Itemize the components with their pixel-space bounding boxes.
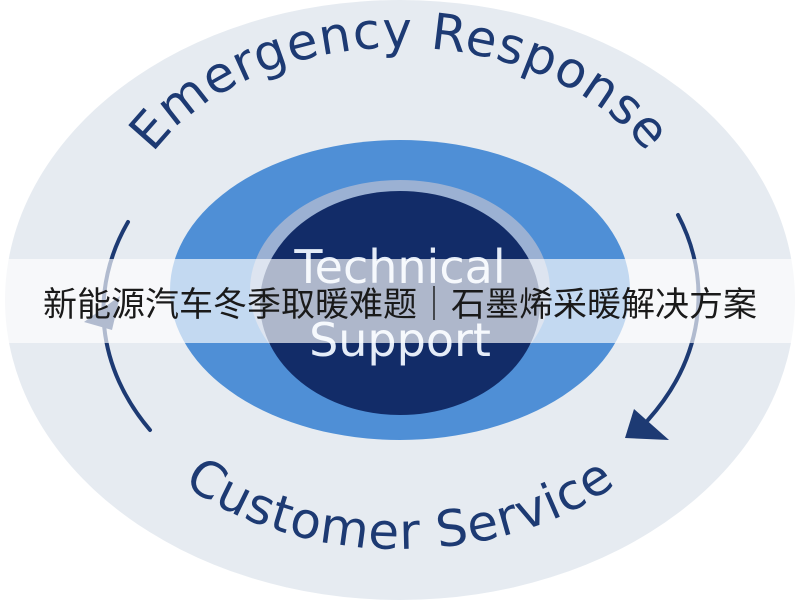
banner-title: 新能源汽车冬季取暖难题｜石墨烯采暖解决方案	[43, 284, 757, 325]
title-banner: 新能源汽车冬季取暖难题｜石墨烯采暖解决方案	[0, 259, 800, 343]
arrow-head-right-icon	[625, 409, 669, 440]
